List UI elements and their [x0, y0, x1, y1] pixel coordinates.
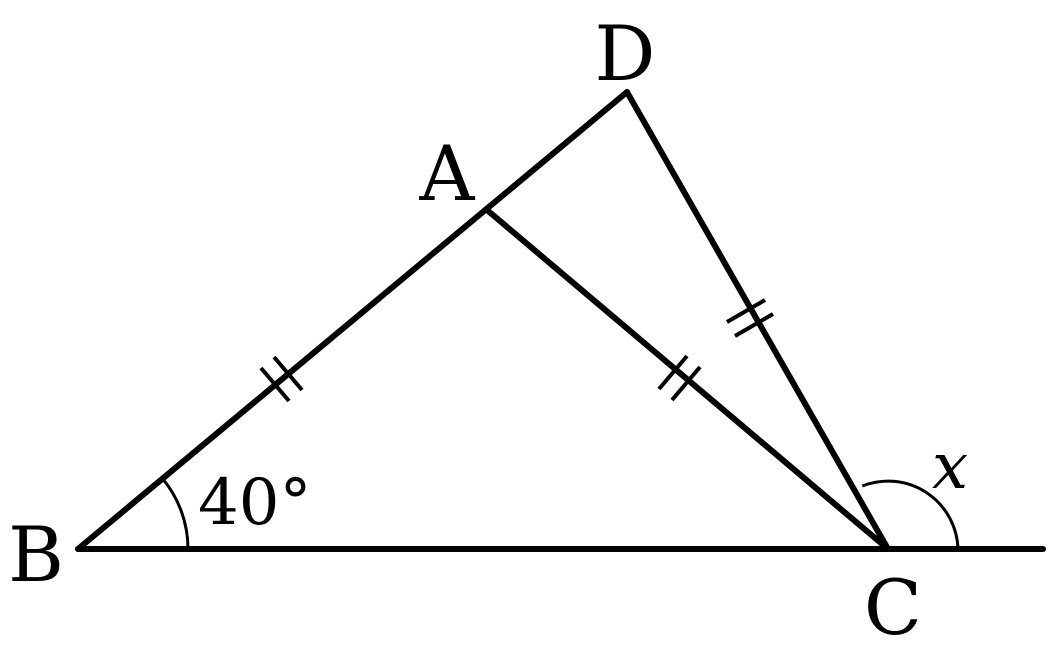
angle-arc-c: [861, 479, 960, 550]
angle-arc-b: [161, 477, 190, 550]
tick-marks-dc: [725, 298, 775, 338]
tick-marks-ac: [657, 354, 702, 402]
tick-marks-ab: [259, 355, 304, 403]
segment-dc: [624, 89, 891, 552]
label-angle-b: 40°: [198, 466, 311, 540]
segment-bd: [75, 89, 630, 552]
label-point-c: C: [864, 563, 922, 652]
label-point-a: A: [419, 129, 476, 218]
label-point-d: D: [595, 9, 656, 98]
label-point-b: B: [8, 510, 64, 599]
label-angle-x: x: [932, 430, 968, 504]
